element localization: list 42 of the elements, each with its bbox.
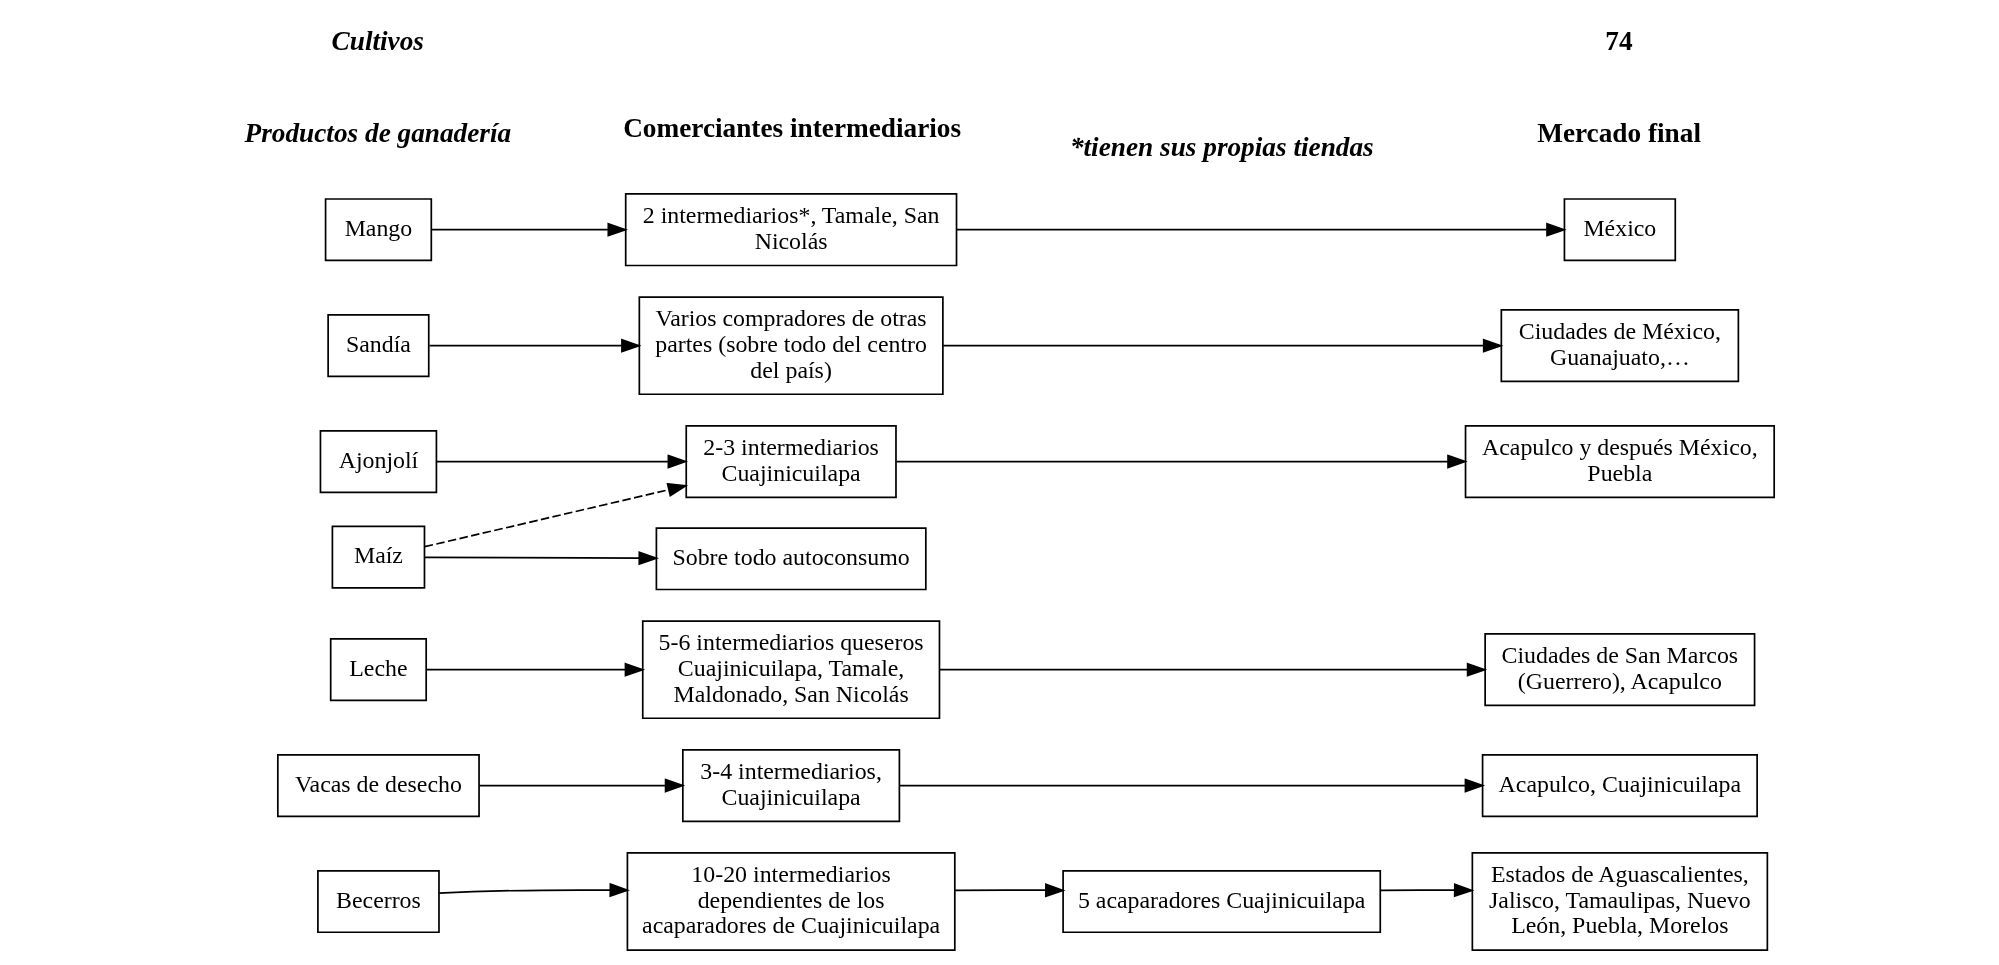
node-box: Mango	[324, 198, 432, 262]
node-box: Sandía	[326, 314, 430, 378]
node-box: Estados de Aguascalientes, Jalisco, Tamaulipas, Nuevo León, Puebla, Morelos	[1471, 852, 1768, 951]
label: 74	[1604, 26, 1633, 57]
node-box: 2-3 intermediarios Cuajinicuilapa	[684, 424, 897, 499]
node-box: Acapulco, Cuajinicuilapa	[1481, 754, 1758, 818]
arrow	[430, 222, 628, 237]
arrow	[938, 662, 1487, 677]
label: Cultivos	[331, 26, 424, 57]
arrow	[898, 778, 1485, 793]
arrow	[424, 662, 645, 677]
arrow	[941, 338, 1503, 353]
arrow	[953, 883, 1065, 898]
arrow	[423, 551, 659, 566]
node-box: 5 acaparadores Cuajinicuilapa	[1061, 870, 1381, 934]
arrow	[423, 482, 688, 548]
node-box: Maíz	[331, 525, 425, 589]
node-box: Ciudades de México, Guanajuato,…	[1500, 309, 1739, 383]
node-box: México	[1563, 198, 1676, 262]
arrow	[955, 222, 1567, 237]
node-box: Leche	[329, 638, 427, 702]
node-box: Vacas de desecho	[276, 754, 480, 818]
node-box: Sobre todo autoconsumo	[655, 527, 927, 591]
label: Mercado final	[1536, 118, 1701, 149]
label: *tienen sus propias tiendas	[1069, 132, 1374, 163]
node-box: 5-6 intermediarios queseros Cuajinicuilapa, Tamale, Maldonado, San Nicolás	[641, 620, 940, 720]
node-box: 2 intermediarios*, Tamale, San Nicolás	[624, 193, 957, 267]
node-box: 3-4 intermediarios, Cuajinicuilapa	[681, 748, 900, 823]
arrow	[477, 778, 685, 793]
node-box: 10-20 intermediarios dependientes de los acaparadores de Cuajinicuilapa	[626, 852, 956, 951]
node-box: Acapulco y después México, Puebla	[1464, 424, 1775, 499]
arrow	[437, 882, 630, 898]
node-box: Ciudades de San Marcos (Guerrero), Acapulco	[1483, 633, 1755, 707]
node-box: Ajonjolí	[319, 430, 437, 494]
node-box: Becerros	[316, 870, 440, 934]
arrow	[435, 454, 688, 469]
arrow	[1379, 883, 1474, 898]
arrow	[428, 338, 642, 353]
arrow	[895, 454, 1468, 469]
label: Comerciantes intermediarios	[622, 113, 961, 144]
node-box: Varios compradores de otras partes (sobre todo del centro del país)	[638, 296, 944, 396]
label: Productos de ganadería	[244, 118, 511, 149]
